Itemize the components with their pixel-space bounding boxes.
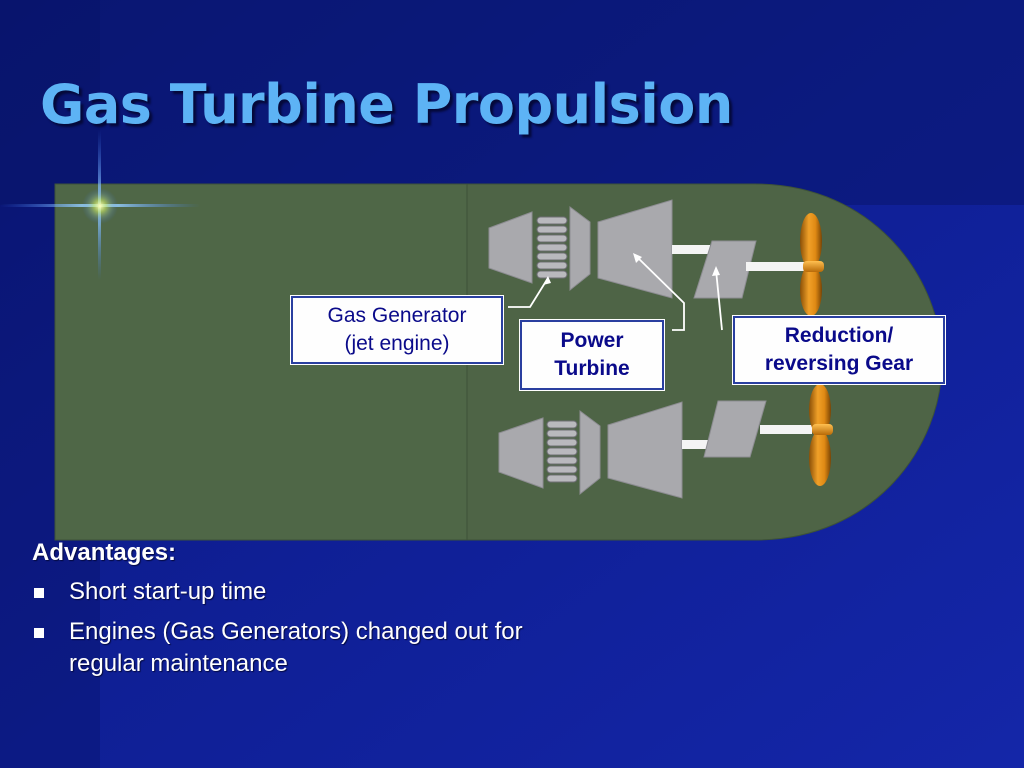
list-item: Engines (Gas Generators) changed out for… xyxy=(32,616,632,680)
square-bullet-icon xyxy=(34,628,44,638)
reduction-gear-pointer xyxy=(715,269,723,331)
reduction-gear-bottom xyxy=(703,400,767,458)
propeller-bottom xyxy=(809,384,833,486)
reduction-gear-label-line1: Reduction/ xyxy=(784,324,894,347)
combustor-rings-bottom xyxy=(546,420,578,483)
shaft-bottom-1 xyxy=(682,440,710,449)
propeller-top xyxy=(800,213,824,316)
list-item-text: Short start-up time xyxy=(69,578,267,605)
power-turbine-label-line1: Power xyxy=(560,329,624,352)
shaft-top-1 xyxy=(672,245,710,254)
gas-generator-turbine xyxy=(569,206,591,292)
square-bullet-icon xyxy=(34,588,44,598)
reduction-gear-label: Reduction/ reversing Gear xyxy=(732,315,946,385)
callout-pointers xyxy=(508,253,723,331)
gas-generator-label-line2: (jet engine) xyxy=(344,332,450,355)
list-item-text: Engines (Gas Generators) changed out for… xyxy=(69,618,523,677)
shaft-top-2 xyxy=(746,262,804,271)
power-turbine-label-line2: Turbine xyxy=(554,357,630,380)
lens-flare xyxy=(0,130,200,280)
power-turbine-pointer xyxy=(634,254,685,331)
advantages-heading: Advantages: xyxy=(32,539,177,566)
gas-generator-label-line1: Gas Generator xyxy=(327,304,467,327)
advantages-section: Advantages: Short start-up time Engines … xyxy=(32,538,632,688)
list-item: Short start-up time xyxy=(32,576,632,608)
gas-generator-compressor xyxy=(488,211,533,284)
page-title: Gas Turbine Propulsion xyxy=(40,73,733,136)
gas-generator-label: Gas Generator (jet engine) xyxy=(290,295,504,365)
power-turbine-bottom xyxy=(607,401,683,499)
shaft-bottom-2 xyxy=(760,425,812,434)
power-turbine-label: Power Turbine xyxy=(519,319,665,391)
gas-generator-pointer xyxy=(508,277,549,308)
advantages-list: Short start-up time Engines (Gas Generat… xyxy=(32,576,632,680)
engine-train-bottom xyxy=(498,400,812,499)
combustor-rings-top xyxy=(536,216,568,279)
gas-generator-compressor xyxy=(498,417,544,489)
gas-generator-turbine xyxy=(579,410,601,496)
reduction-gear-label-line2: reversing Gear xyxy=(764,352,914,375)
reduction-gear-top xyxy=(693,240,757,299)
